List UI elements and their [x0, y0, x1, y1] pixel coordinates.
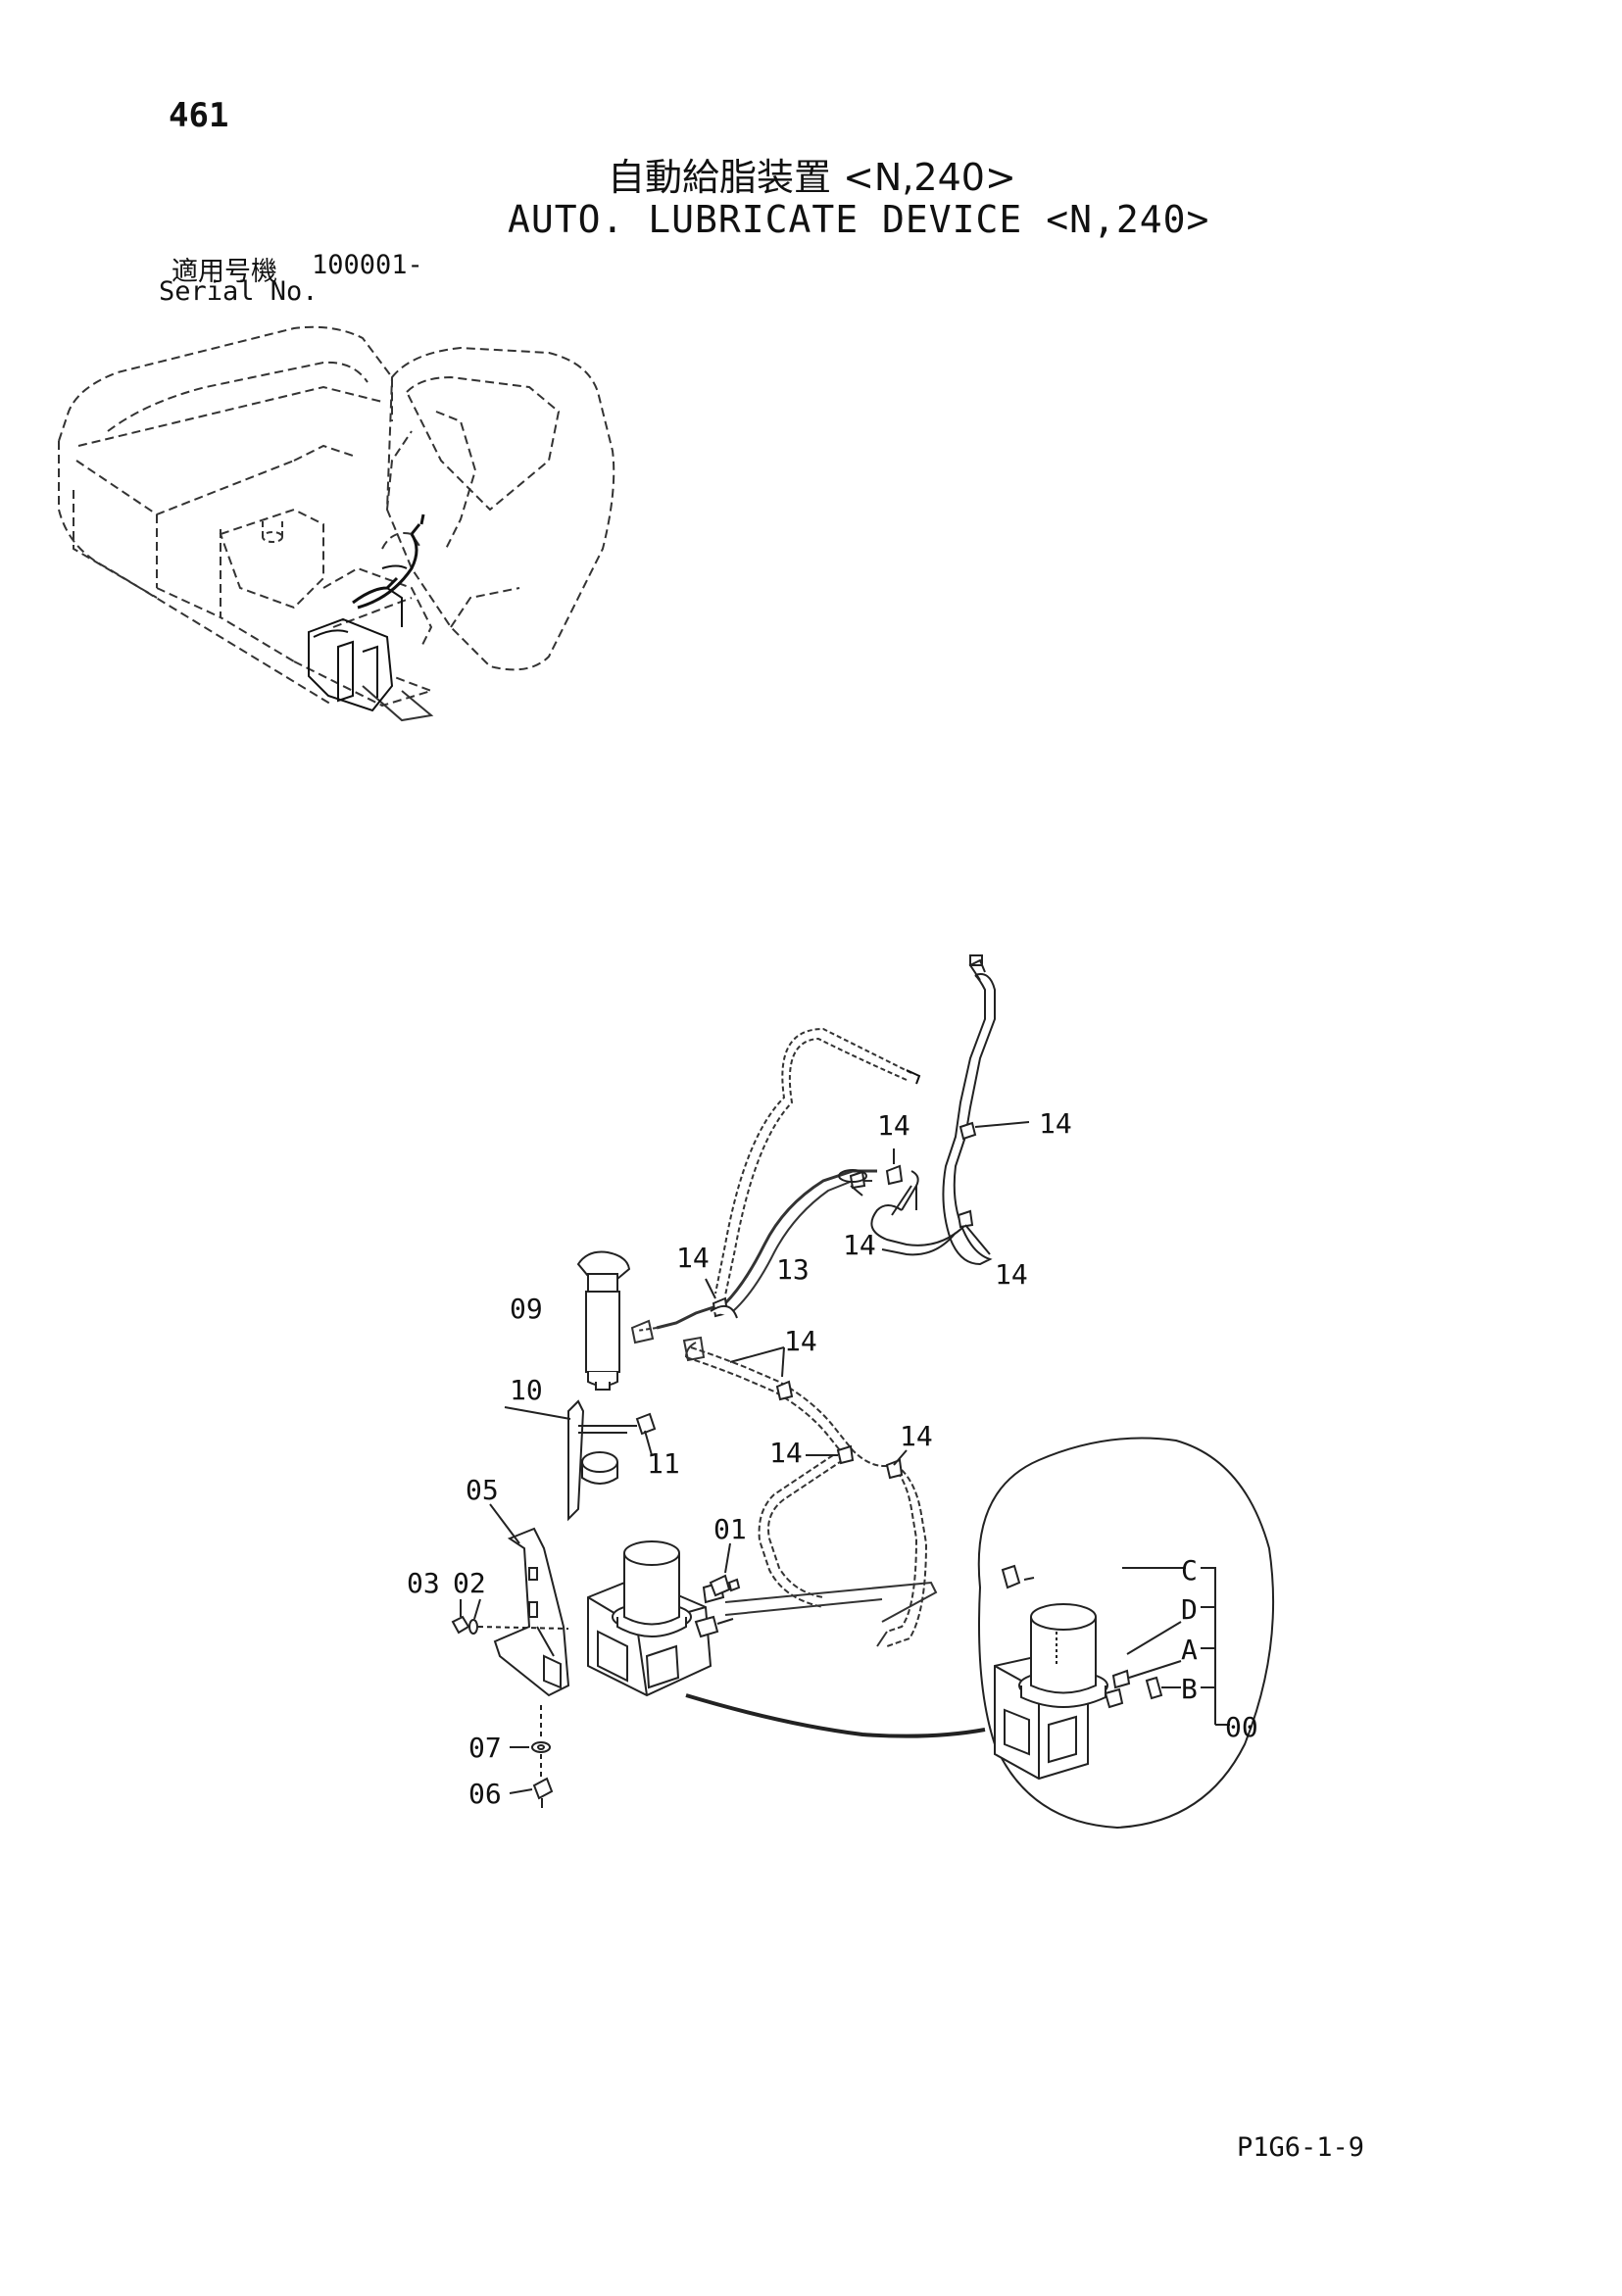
callout-label: B	[1181, 1673, 1198, 1705]
callout-label: D	[1181, 1593, 1198, 1626]
callout-labels: 14 14 14 14 13 14 14 09 14 10 14 14 11 0…	[407, 1107, 1258, 1810]
callout-label: 14	[843, 1229, 876, 1261]
detail-view-bubble	[685, 1437, 1275, 1830]
callout-label: 14	[1039, 1107, 1072, 1140]
hose-clips	[710, 1121, 977, 1480]
callout-label: 14	[877, 1109, 910, 1142]
title-japanese: 自動給脂装置 <N,240>	[608, 156, 1016, 199]
callout-label: C	[1181, 1554, 1198, 1587]
callout-label: 02	[453, 1567, 486, 1599]
hardware-parts	[451, 1574, 741, 1808]
serial-number-value: 100001-	[312, 250, 423, 280]
callout-leaders	[460, 1121, 1030, 1794]
callout-label: 10	[510, 1374, 543, 1406]
callout-label: 07	[468, 1732, 502, 1764]
callout-label: 14	[676, 1242, 710, 1274]
grease-cartridge	[576, 1250, 631, 1391]
callout-label: 00	[1225, 1711, 1258, 1743]
page-number: 461	[169, 96, 229, 135]
machine-overview-sketch	[58, 325, 615, 722]
diagram-code: P1G6-1-9	[1237, 2132, 1365, 2163]
serial-label-english: Serial No.	[159, 276, 319, 307]
bracket-and-clamp	[567, 1399, 657, 1522]
callout-label: 14	[769, 1437, 803, 1469]
title-english: AUTO. LUBRICATE DEVICE <N,240>	[508, 198, 1210, 241]
wiring-harness	[870, 954, 996, 1266]
serial-label-japanese: 適用号機	[172, 257, 277, 287]
callout-label: 14	[784, 1325, 817, 1357]
callout-label: 01	[713, 1513, 747, 1545]
callout-label: 06	[468, 1778, 502, 1810]
grease-hoses	[630, 1027, 938, 1647]
callout-label: 13	[776, 1253, 810, 1286]
lubrication-pump	[587, 1540, 738, 1697]
callout-label: 14	[900, 1420, 933, 1452]
callout-label: 11	[647, 1447, 680, 1480]
callout-label: A	[1181, 1634, 1198, 1666]
mounting-bracket	[493, 1527, 570, 1697]
callout-label: 05	[466, 1474, 499, 1506]
callout-label: 03	[407, 1567, 440, 1599]
callout-label: 14	[995, 1258, 1028, 1291]
callout-label: 09	[510, 1293, 543, 1325]
